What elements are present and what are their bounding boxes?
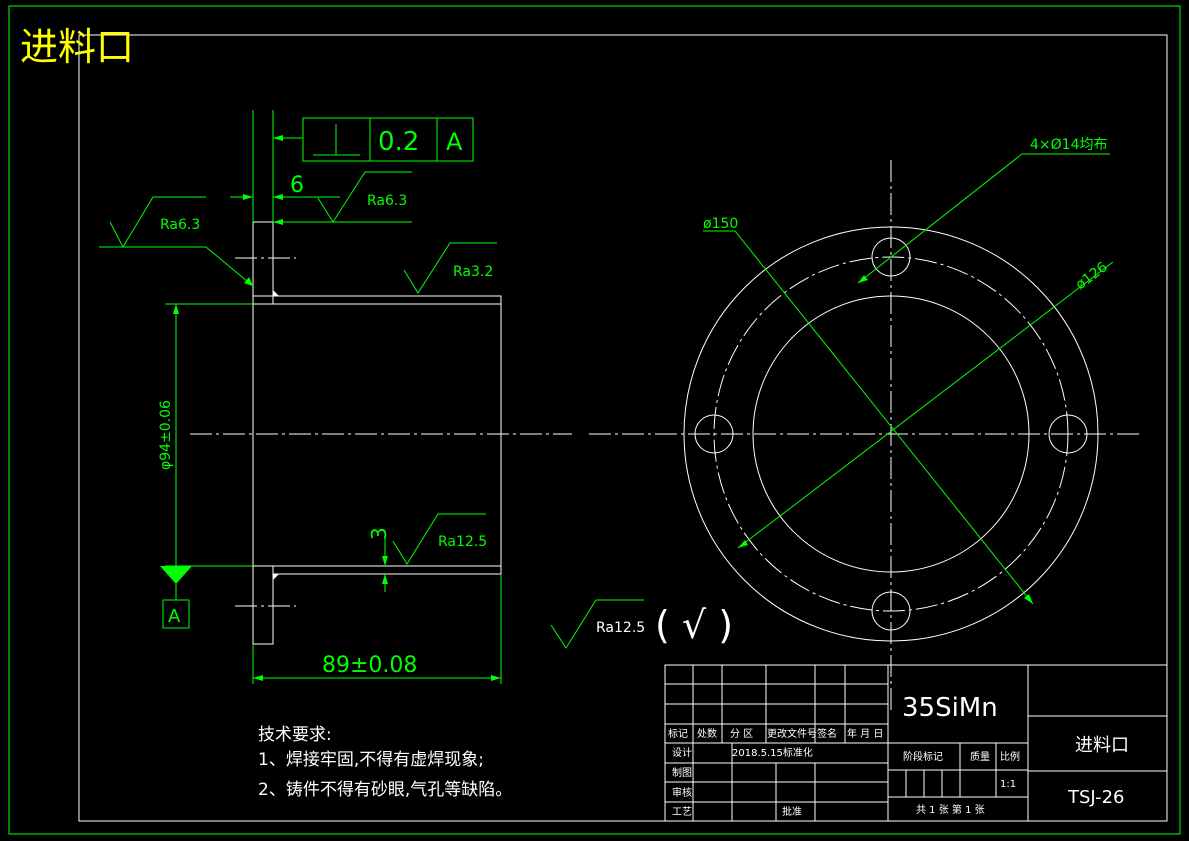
svg-text:ø126: ø126 — [1073, 259, 1111, 293]
drawing-title: 进料口 — [20, 25, 134, 69]
svg-text:共 1 张 第 1 张: 共 1 张 第 1 张 — [916, 803, 985, 816]
svg-text:年 月 日: 年 月 日 — [847, 727, 883, 740]
dim-flange-thickness: 6 — [230, 110, 412, 225]
roughness-ra125-inner: Ra12.5 — [392, 513, 487, 565]
tube-wall-bottom — [272, 565, 502, 575]
svg-text:Ra12.5: Ra12.5 — [438, 534, 487, 550]
svg-text:89±0.08: 89±0.08 — [322, 653, 417, 678]
svg-text:阶段标记: 阶段标记 — [903, 750, 943, 763]
dim-bolt-circle: ø150 — [703, 216, 1034, 605]
svg-text:A: A — [446, 128, 463, 156]
flange-top — [252, 221, 274, 297]
flange-bottom — [252, 565, 274, 645]
svg-text:2018.5.15标准化: 2018.5.15标准化 — [732, 746, 813, 759]
inner-border — [78, 34, 1168, 822]
tube-wall-top — [272, 295, 502, 305]
svg-text:Ra6.3: Ra6.3 — [367, 193, 407, 209]
svg-text:批准: 批准 — [782, 805, 802, 818]
svg-text:标记: 标记 — [668, 728, 688, 740]
svg-text:比例: 比例 — [1000, 750, 1020, 763]
dim-length: 89±0.08 — [252, 574, 502, 684]
svg-text:设计: 设计 — [672, 746, 692, 759]
svg-text:Ra6.3: Ra6.3 — [160, 217, 200, 233]
svg-text:( √ ): ( √ ) — [655, 603, 733, 647]
datum-a: A — [160, 566, 192, 629]
svg-text:1:1: 1:1 — [1000, 779, 1016, 790]
svg-text:工艺: 工艺 — [672, 806, 692, 818]
svg-text:6: 6 — [290, 173, 304, 198]
svg-text:ø150: ø150 — [703, 216, 738, 232]
svg-text:φ94±0.06: φ94±0.06 — [158, 400, 174, 470]
tech-requirements: 技术要求: 1、焊接牢固,不得有虚焊现象; 2、铸件不得有砂眼,气孔等缺陷。 — [258, 725, 512, 800]
section-view — [190, 221, 572, 645]
roughness-ra32: Ra3.2 — [403, 242, 497, 294]
part-name: 进料口 — [1075, 735, 1129, 756]
material: 35SiMn — [902, 693, 998, 723]
svg-text:审核: 审核 — [672, 786, 692, 799]
svg-text:更改文件号: 更改文件号 — [767, 727, 817, 740]
svg-text:4×Ø14均布: 4×Ø14均布 — [1030, 137, 1107, 153]
svg-text:处数: 处数 — [697, 727, 717, 740]
title-block: 标记 处数 分 区 更改文件号 签名 年 月 日 设计 2018.5.15标准化… — [664, 664, 1168, 822]
roughness-ra63-left: Ra6.3 — [99, 196, 254, 287]
svg-text:质量: 质量 — [970, 751, 990, 763]
svg-text:1、焊接牢固,不得有虚焊现象;: 1、焊接牢固,不得有虚焊现象; — [258, 750, 484, 770]
dim-wall-thickness: 3 — [367, 527, 391, 592]
tolerance-frame: 0.2 A — [273, 117, 474, 162]
outer-border — [8, 5, 1181, 835]
drawing-no: TSJ-26 — [1067, 787, 1125, 808]
dim-bore: φ94±0.06 — [158, 303, 253, 567]
svg-text:Ra12.5: Ra12.5 — [596, 620, 645, 636]
svg-text:2、铸件不得有砂眼,气孔等缺陷。: 2、铸件不得有砂眼,气孔等缺陷。 — [258, 780, 512, 800]
svg-text:Ra3.2: Ra3.2 — [453, 264, 493, 280]
svg-text:制图: 制图 — [672, 766, 692, 779]
svg-text:签名: 签名 — [817, 727, 837, 740]
svg-text:0.2: 0.2 — [378, 127, 419, 157]
roughness-ra63-mid: Ra6.3 — [317, 171, 412, 223]
roughness-general: Ra12.5 ( √ ) — [550, 599, 733, 649]
svg-text:3: 3 — [367, 527, 391, 540]
svg-text:A: A — [168, 606, 181, 627]
svg-text:分 区: 分 区 — [730, 728, 753, 740]
dim-holes: 4×Ø14均布 — [857, 137, 1110, 284]
dim-flange-od: ø126 — [737, 259, 1114, 549]
svg-text:技术要求:: 技术要求: — [258, 725, 332, 745]
